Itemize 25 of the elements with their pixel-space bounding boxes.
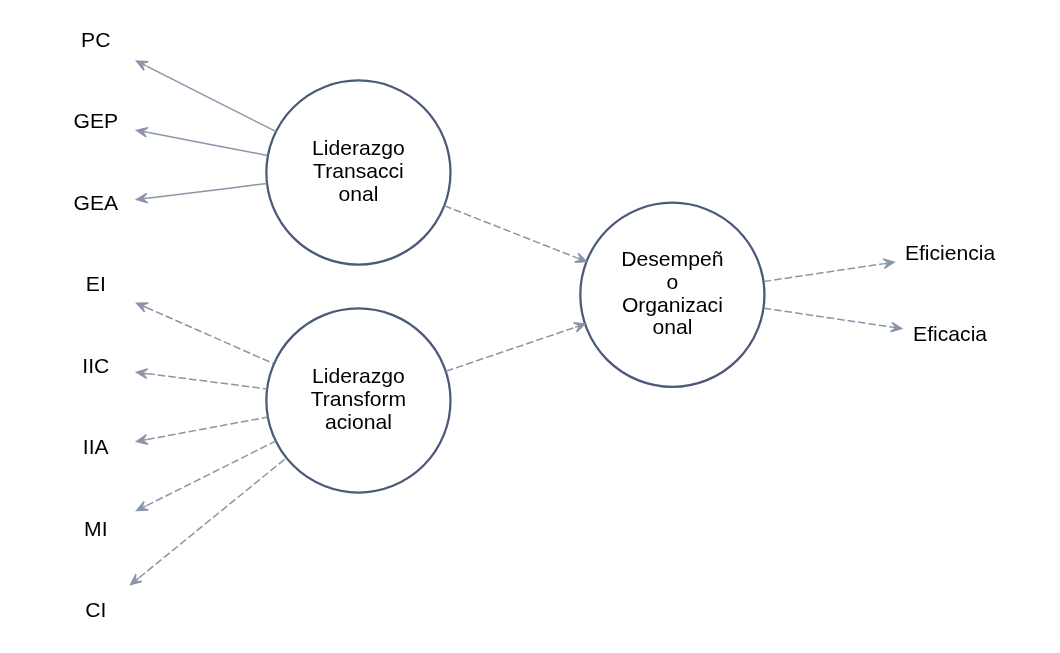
node-text: CI	[84, 598, 106, 622]
arrow	[762, 307, 902, 333]
arrow	[135, 302, 274, 365]
arrow	[443, 205, 587, 263]
node-circle: Liderazgo Transform acional	[264, 307, 452, 494]
node-circle: Liderazgo Transacci onal	[264, 79, 452, 266]
arrow	[135, 440, 276, 512]
node-text: GEA	[72, 190, 118, 214]
node-text: EI	[85, 272, 106, 296]
node-text: IIA	[82, 435, 109, 459]
arrow	[135, 416, 268, 445]
arrow	[135, 182, 268, 204]
node-circle: Desempeñ o Organizaci onal	[578, 201, 766, 388]
arrow	[135, 60, 276, 133]
node-text: Eficacia	[912, 322, 987, 346]
arrow	[444, 322, 586, 372]
arrow	[129, 457, 287, 586]
node-text: PC	[80, 27, 110, 51]
arrow	[762, 258, 895, 283]
arrow	[135, 368, 268, 390]
arrow	[135, 126, 268, 157]
node-text: MI	[83, 516, 108, 540]
node-text: IIC	[81, 353, 109, 377]
node-text: Eficiencia	[904, 240, 995, 264]
node-text: GEP	[72, 109, 118, 133]
